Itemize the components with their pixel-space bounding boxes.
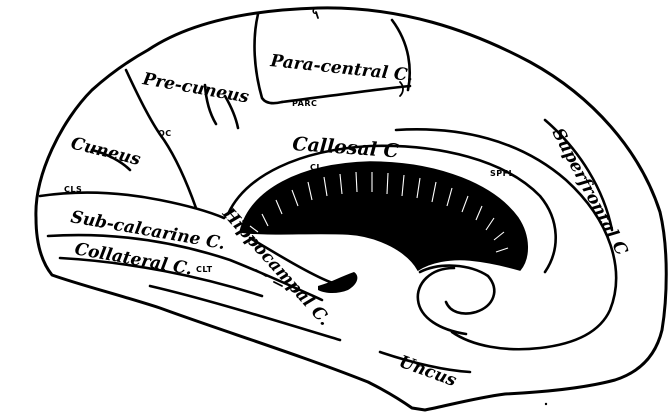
label-cl: CL — [310, 163, 322, 172]
calcarine-fissure — [40, 193, 224, 218]
label-callosal: Callosal C — [292, 133, 400, 162]
label-oc: OC — [158, 129, 172, 138]
label-clt: CLT — [196, 265, 213, 274]
uncus-contour — [418, 268, 466, 334]
label-precuneus: Pre-cuneus — [140, 69, 251, 108]
label-parc: PARC — [292, 99, 317, 108]
label-c-top: C — [312, 7, 318, 16]
label-superfrontal: Superfrontal C — [548, 125, 632, 259]
label-paracentral: Para-central C. — [268, 51, 414, 86]
label-cls: CLS — [64, 185, 82, 194]
label-cuneus: Cuneus — [69, 133, 143, 170]
hippocampal-hook — [318, 272, 357, 293]
corpus-callosum — [240, 162, 527, 270]
label-uncus: Uncus — [396, 352, 459, 391]
stray-dot — [545, 403, 547, 405]
label-spfl: SPFL — [490, 169, 514, 178]
